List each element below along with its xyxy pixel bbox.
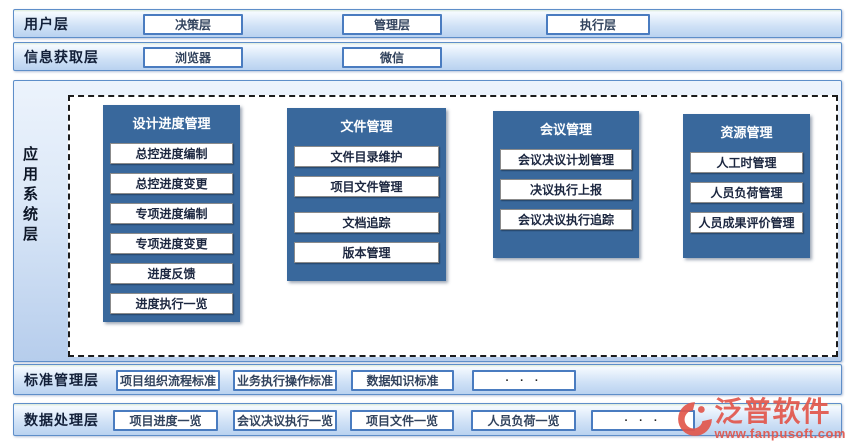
node-resolution-execution-report: 决议执行上报: [500, 179, 632, 200]
layer-user: 用户层 决策层 管理层 执行层: [13, 9, 842, 38]
node-master-schedule-compile: 总控进度编制: [110, 143, 233, 164]
layer-info-acquisition: 信息获取层 浏览器 微信: [13, 42, 842, 71]
node-management-layer: 管理层: [342, 14, 442, 35]
node-man-hour-management: 人工时管理: [690, 152, 803, 173]
layer-standard-label: 标准管理层: [24, 371, 99, 388]
node-file-directory-maintain: 文件目录维护: [294, 146, 439, 167]
node-business-execution-standard: 业务执行操作标准: [233, 370, 337, 391]
node-standard-more: · · ·: [472, 370, 576, 391]
panel-resource-management: 资源管理 人工时管理 人员负荷管理 人员成果评价管理: [683, 114, 810, 258]
layer-data-label: 数据处理层: [24, 411, 99, 428]
node-special-schedule-change: 专项进度变更: [110, 233, 233, 254]
node-project-org-process-standard: 项目组织流程标准: [116, 370, 220, 391]
node-progress-execution-overview: 进度执行一览: [110, 293, 233, 314]
node-wechat: 微信: [342, 47, 442, 68]
node-data-more: · · ·: [591, 410, 695, 431]
layer-application-label: 应用系统层: [21, 146, 38, 246]
panel-meeting-management-title: 会议管理: [539, 122, 592, 137]
node-project-file-overview: 项目文件一览: [350, 410, 454, 431]
panel-resource-management-title: 资源管理: [720, 125, 773, 140]
layer-info-label: 信息获取层: [24, 48, 99, 65]
node-personnel-load-overview: 人员负荷一览: [471, 410, 576, 431]
node-special-schedule-compile: 专项进度编制: [110, 203, 233, 224]
node-personnel-load-management: 人员负荷管理: [690, 182, 803, 203]
panel-design-progress-title: 设计进度管理: [132, 116, 211, 131]
panel-file-management: 文件管理 文件目录维护 项目文件管理 文档追踪 版本管理: [287, 108, 446, 281]
node-master-schedule-change: 总控进度变更: [110, 173, 233, 194]
layer-data-processing: 数据处理层 项目进度一览 会议决议执行一览 项目文件一览 人员负荷一览 · · …: [13, 403, 842, 436]
node-project-progress-overview: 项目进度一览: [113, 410, 218, 431]
node-execution-layer: 执行层: [546, 14, 650, 35]
node-meeting-resolution-tracking: 会议决议执行追踪: [500, 209, 632, 230]
node-project-file-management: 项目文件管理: [294, 176, 439, 197]
node-personnel-result-evaluation: 人员成果评价管理: [690, 212, 803, 233]
node-decision-layer: 决策层: [143, 14, 243, 35]
panel-design-progress: 设计进度管理 总控进度编制 总控进度变更 专项进度编制 专项进度变更 进度反馈 …: [103, 105, 240, 322]
node-progress-feedback: 进度反馈: [110, 263, 233, 284]
layer-standard-management: 标准管理层 项目组织流程标准 业务执行操作标准 数据知识标准 · · ·: [13, 364, 842, 395]
layer-user-label: 用户层: [24, 15, 69, 32]
node-document-tracking: 文档追踪: [294, 212, 439, 233]
node-data-knowledge-standard: 数据知识标准: [351, 370, 454, 391]
panel-file-management-title: 文件管理: [340, 119, 393, 134]
node-meeting-resolution-overview: 会议决议执行一览: [233, 410, 337, 431]
node-version-management: 版本管理: [294, 242, 439, 263]
node-browser: 浏览器: [143, 47, 243, 68]
panel-meeting-management: 会议管理 会议决议计划管理 决议执行上报 会议决议执行追踪: [493, 111, 639, 258]
node-meeting-resolution-plan: 会议决议计划管理: [500, 149, 632, 170]
